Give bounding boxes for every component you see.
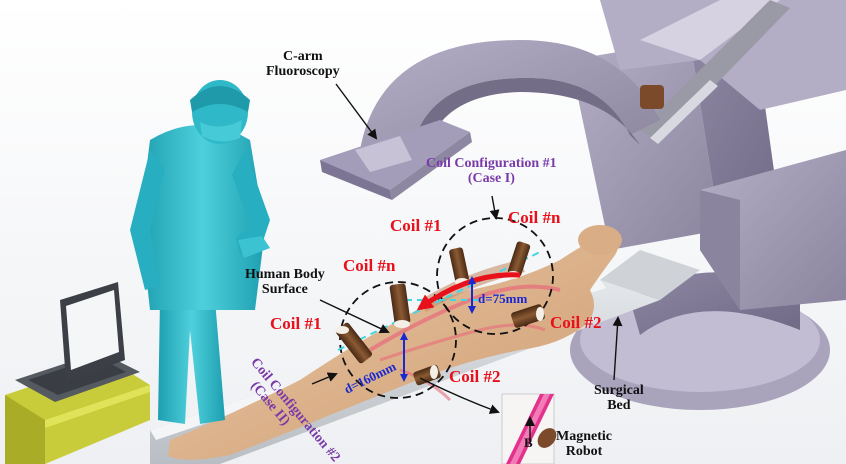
magnetic-robot-label-line2: Robot — [565, 443, 603, 459]
distance-case1-label: d=75mm — [478, 291, 528, 306]
magnetic-robot-label: Magnetic Robot — [556, 429, 612, 459]
config1-label-line2: (Case I) — [467, 170, 515, 186]
human-body-label: Human Body Surface — [245, 267, 325, 297]
magnetic-robot-inset — [501, 393, 557, 464]
case1-coil2-label: Coil #2 — [550, 313, 602, 332]
case2-coiln-label: Coil #n — [343, 256, 396, 275]
case1-workspace-circle — [436, 217, 554, 335]
config1-label-line1: Coil Configuration #1 — [426, 156, 557, 171]
case2-coil1-label: Coil #1 — [270, 314, 322, 333]
c-arm-label: C-arm Fluoroscopy — [266, 49, 340, 79]
c-arm-label-line2: Fluoroscopy — [266, 63, 340, 79]
surgical-bed-label: Surgical Bed — [594, 383, 644, 413]
surgical-bed-leader-arrow — [612, 316, 623, 381]
config1-label: Coil Configuration #1 (Case I) — [426, 156, 557, 186]
human-body-label-line2: Surface — [261, 281, 308, 297]
human-body-label-line1: Human Body — [245, 267, 325, 282]
field-b-label: B — [524, 435, 533, 450]
case1-coiln-label: Coil #n — [508, 208, 561, 227]
magnetic-robot-label-line1: Magnetic — [556, 429, 612, 444]
c-arm-machine — [320, 0, 846, 410]
surgeon-figure — [130, 80, 270, 424]
robot-leader-arrow — [419, 377, 500, 414]
surgical-bed-label-line1: Surgical — [594, 383, 644, 398]
c-arm-leader-arrow — [335, 83, 378, 140]
human-body-leader-arrow — [319, 299, 390, 334]
laptop-cart — [5, 282, 150, 464]
config1-leader-arrow — [489, 195, 500, 220]
case2-coils — [335, 283, 441, 386]
config2-leader-arrow — [311, 372, 338, 385]
case2-workspace-circle — [339, 281, 457, 399]
case1-coil1-label: Coil #1 — [390, 216, 442, 235]
surgical-bed-label-line2: Bed — [607, 397, 631, 413]
case2-coil2-label: Coil #2 — [449, 367, 501, 386]
c-arm-label-line1: C-arm — [282, 49, 323, 64]
